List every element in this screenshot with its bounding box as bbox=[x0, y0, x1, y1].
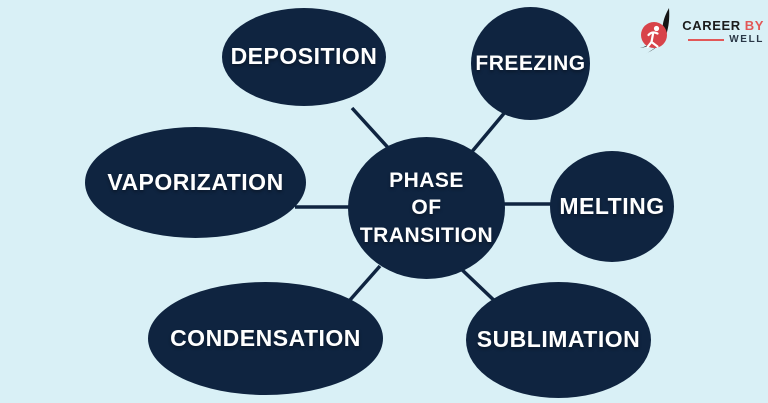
logo-word-career: CAREER bbox=[682, 18, 741, 33]
node-vaporization: VAPORIZATION bbox=[85, 127, 306, 238]
node-label-melting: MELTING bbox=[559, 192, 665, 219]
node-label-vaporization: VAPORIZATION bbox=[107, 168, 284, 195]
node-label-deposition: DEPOSITION bbox=[230, 43, 378, 70]
node-label-condensation: CONDENSATION bbox=[170, 324, 361, 351]
logo-red-line bbox=[688, 38, 725, 41]
connector-line-deposition bbox=[350, 106, 394, 154]
node-label-sublimation: SUBLIMATION bbox=[476, 326, 641, 353]
logo-row-career-by: CAREER BY bbox=[682, 18, 764, 33]
node-melting: MELTING bbox=[550, 151, 674, 262]
node-freezing: FREEZING bbox=[471, 7, 590, 120]
node-sublimation: SUBLIMATION bbox=[466, 282, 651, 398]
career-by-well-logo: CAREER BY WELL bbox=[639, 8, 764, 55]
node-label-phase-of-transition: PHASE OF TRANSITION bbox=[359, 169, 494, 247]
connector-line-freezing bbox=[468, 109, 508, 156]
node-phase-of-transition: PHASE OF TRANSITION bbox=[348, 137, 505, 279]
connector-line-condensation bbox=[348, 264, 382, 302]
logo-word-by: BY bbox=[744, 18, 764, 33]
node-deposition: DEPOSITION bbox=[222, 8, 386, 106]
person-figure-logo-icon bbox=[640, 8, 670, 54]
logo-text: CAREER BY WELL bbox=[682, 18, 764, 45]
node-label-freezing: FREEZING bbox=[475, 51, 586, 75]
logo-word-well: WELL bbox=[729, 34, 764, 45]
node-condensation: CONDENSATION bbox=[148, 282, 383, 395]
logo-row-well: WELL bbox=[682, 34, 764, 45]
